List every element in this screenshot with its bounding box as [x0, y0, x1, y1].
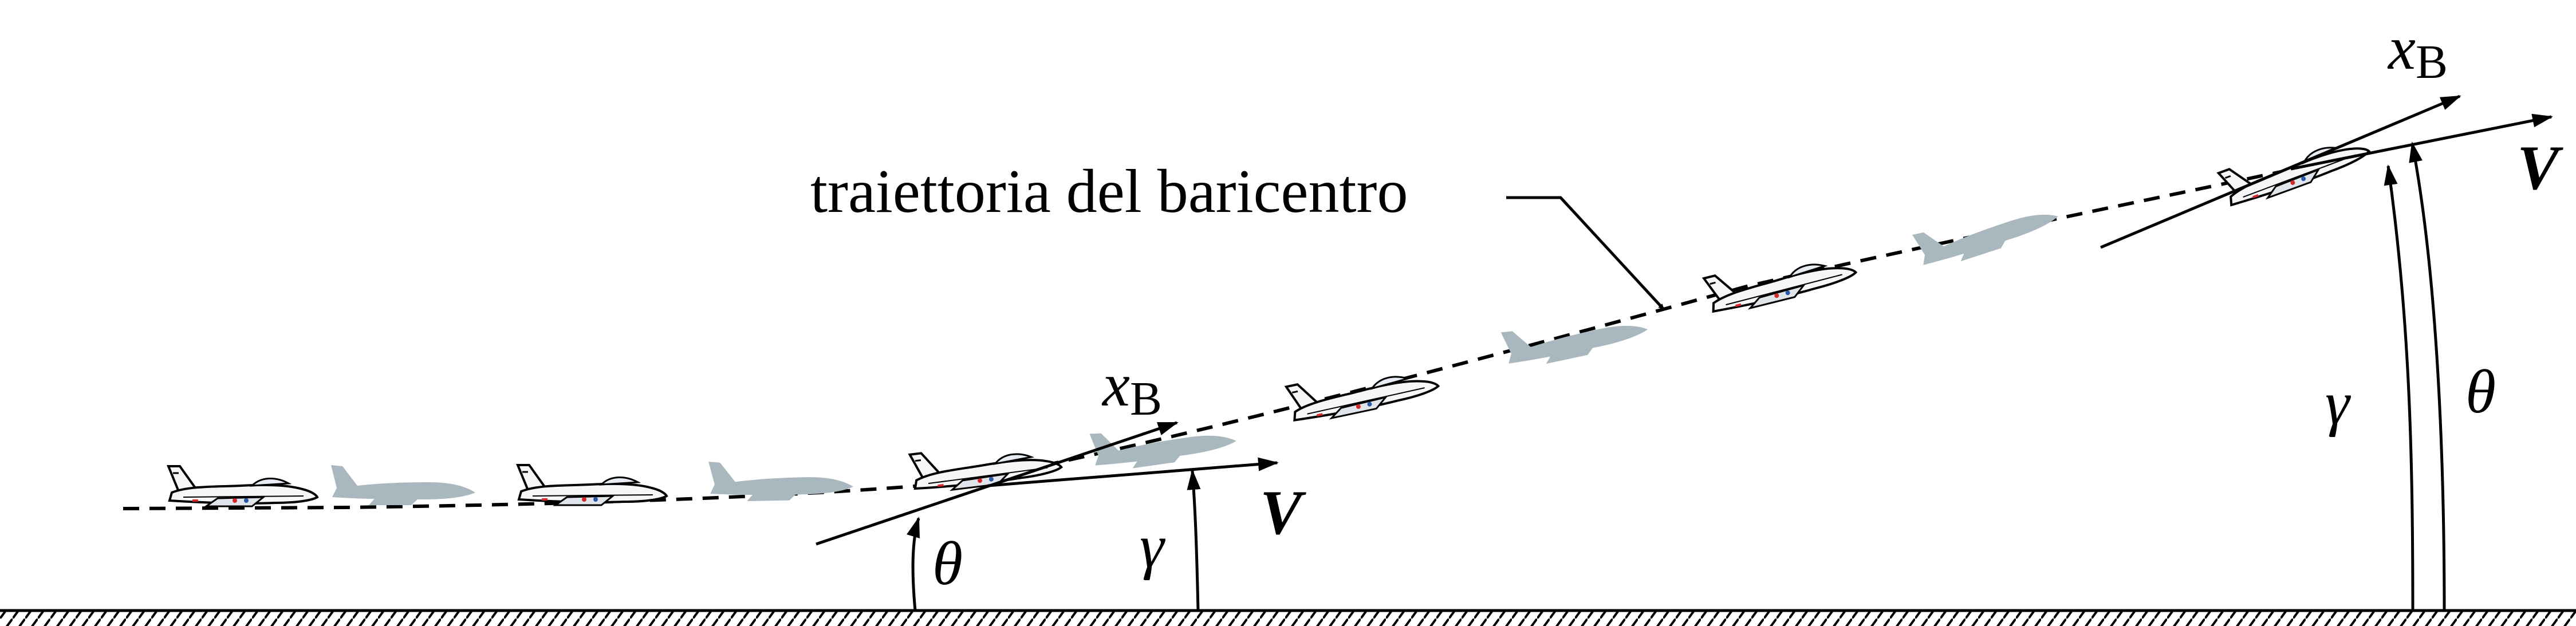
left-body-axis-line	[816, 421, 1179, 546]
right-theta-label: θ	[2465, 358, 2496, 426]
aircraft-2	[517, 464, 668, 506]
left-gamma-label: γ	[1140, 513, 1165, 581]
caption-leader-arrow	[1506, 196, 1665, 310]
right-reference: xB V γ θ	[2100, 14, 2563, 611]
left-theta-label: θ	[932, 530, 963, 598]
aircraft-5	[1703, 241, 1860, 318]
aircraft-1	[167, 465, 318, 507]
right-gamma-label: γ	[2325, 369, 2351, 438]
ground-hatching	[0, 611, 2576, 626]
right-xb-label: xB	[2387, 14, 2448, 89]
left-velocity-label: V	[1260, 478, 1306, 548]
left-gamma-arc	[1187, 469, 1201, 611]
left-velocity-vector	[987, 457, 1279, 487]
ghost-aircraft-4	[1500, 302, 1651, 372]
ghost-aircraft-5	[1912, 190, 2062, 273]
left-theta-arc	[907, 517, 920, 611]
right-gamma-arc	[2384, 164, 2414, 611]
right-body-axis-line	[2100, 95, 2461, 249]
right-velocity-vector	[2290, 113, 2553, 171]
left-reference: xB V θ γ	[816, 351, 1306, 611]
left-xb-label: xB	[1101, 351, 1162, 426]
right-velocity-label: V	[2517, 133, 2563, 203]
aircraft-4	[1285, 355, 1441, 427]
right-theta-arc	[2409, 141, 2446, 611]
ghost-aircraft-1	[331, 465, 475, 505]
trajectory-caption: traiettoria del baricentro	[810, 158, 1408, 226]
